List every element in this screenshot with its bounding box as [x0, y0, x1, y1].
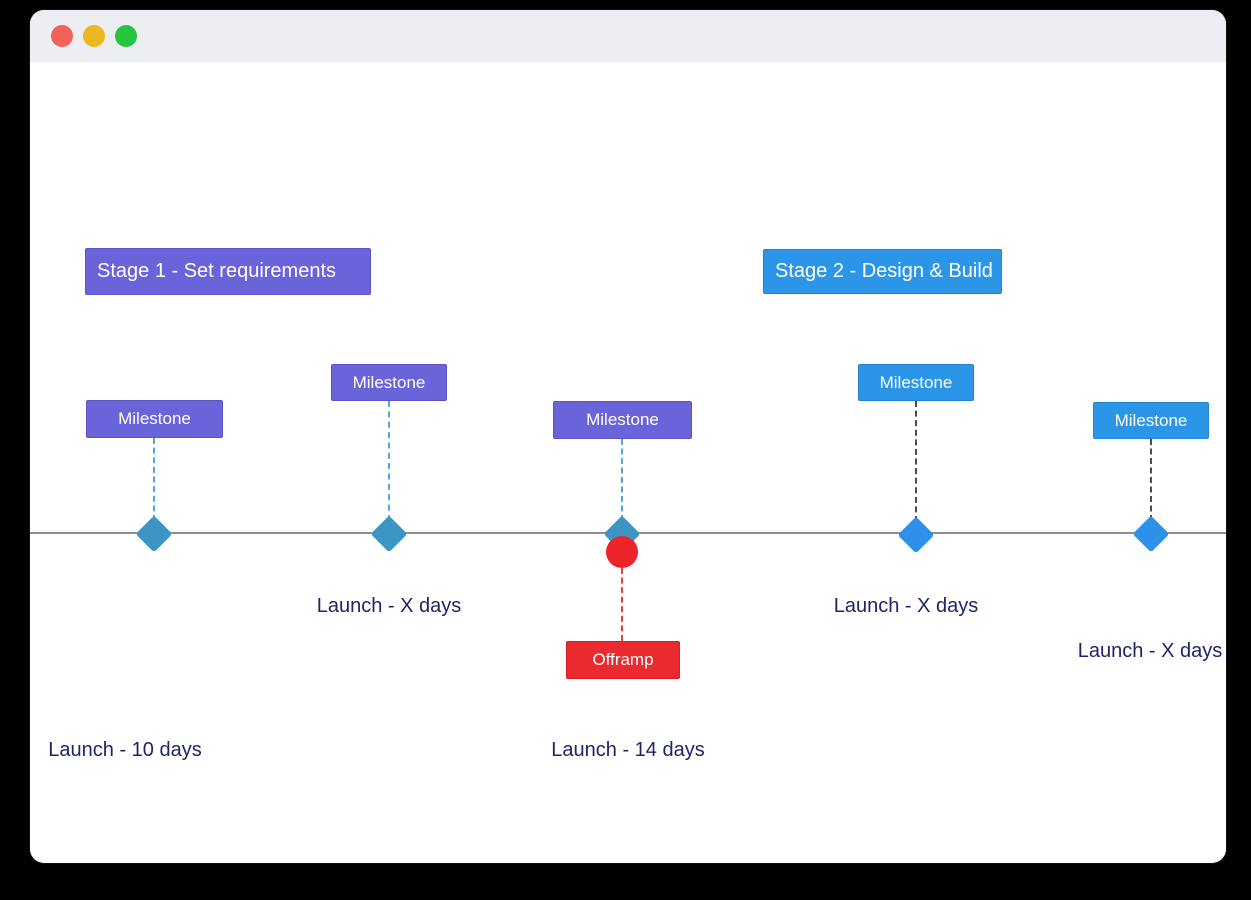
launch-label-4: Launch - X days [833, 595, 979, 617]
milestone-3-box[interactable]: Milestone [553, 401, 692, 439]
launch-label-5: Launch - X days [1077, 640, 1223, 662]
offramp-connector [621, 568, 623, 641]
stage-1-label: Stage 1 - Set requirements [97, 260, 337, 282]
milestone-1-box[interactable]: Milestone [86, 400, 223, 438]
milestone-2-connector [388, 401, 390, 521]
offramp-box[interactable]: Offramp [566, 641, 680, 679]
milestone-3-label: Milestone [586, 410, 659, 429]
stage-2-label: Stage 2 - Design & Build [775, 260, 993, 282]
launch-label-1: Launch - 10 days [48, 739, 202, 761]
milestone-1-label: Milestone [118, 409, 191, 428]
launch-label-2: Launch - X days [316, 595, 462, 617]
milestone-1-connector [153, 438, 155, 521]
milestone-5-connector [1150, 439, 1152, 521]
app-window: Stage 1 - Set requirements Stage 2 - Des… [30, 10, 1226, 863]
milestone-3-connector [621, 439, 623, 521]
stage-2-box[interactable]: Stage 2 - Design & Build [763, 249, 1002, 294]
milestone-4-diamond[interactable] [897, 516, 935, 554]
milestone-4-box[interactable]: Milestone [858, 364, 974, 401]
milestone-2-diamond[interactable] [370, 515, 408, 553]
close-button[interactable] [51, 25, 73, 47]
zoom-button[interactable] [115, 25, 137, 47]
window-titlebar [30, 10, 1226, 62]
offramp-dot[interactable] [606, 536, 638, 568]
offramp-label: Offramp [592, 650, 654, 669]
milestone-5-label: Milestone [1114, 410, 1188, 430]
milestone-4-label: Milestone [879, 372, 953, 392]
stage-1-box[interactable]: Stage 1 - Set requirements [85, 248, 371, 295]
milestone-1-diamond[interactable] [135, 515, 173, 553]
milestone-5-box[interactable]: Milestone [1093, 402, 1209, 439]
milestone-2-box[interactable]: Milestone [331, 364, 447, 401]
minimize-button[interactable] [83, 25, 105, 47]
launch-label-3: Launch - 14 days [551, 739, 705, 761]
milestone-5-diamond[interactable] [1132, 515, 1170, 553]
milestone-2-label: Milestone [352, 372, 426, 392]
milestone-4-connector [915, 401, 917, 522]
